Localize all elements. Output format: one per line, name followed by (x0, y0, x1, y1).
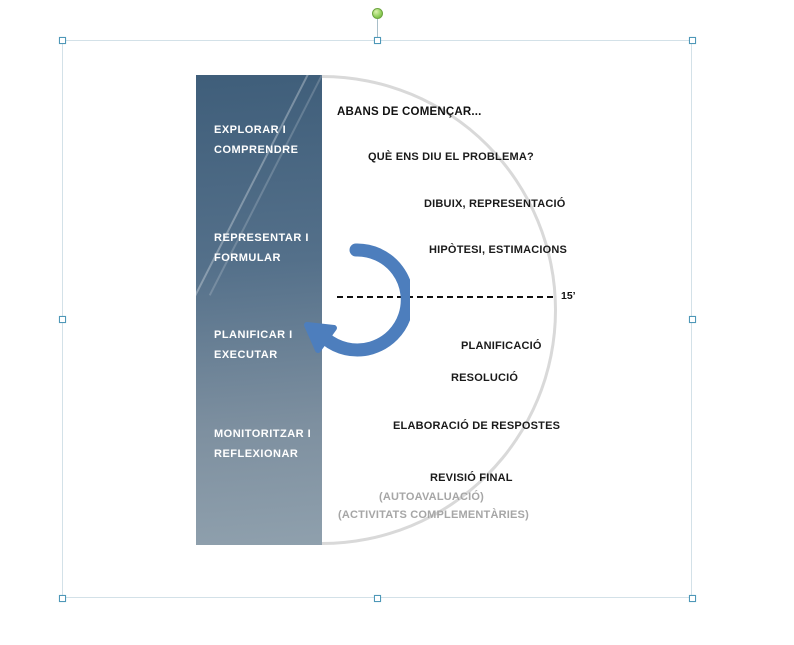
phases-gradient-bar[interactable]: EXPLORAR I COMPRENDRE REPRESENTAR I FORM… (196, 75, 322, 545)
time-divider-dashed-line (337, 296, 553, 298)
phase-planificar-executar: PLANIFICAR I EXECUTAR (214, 325, 318, 365)
resize-handle-top-middle[interactable] (374, 37, 381, 44)
rotate-handle-stem (377, 19, 378, 40)
phase-line: EXECUTAR (214, 349, 278, 361)
phase-explorar-comprendre: EXPLORAR I COMPRENDRE (214, 120, 318, 160)
step-elaboracio-de-respostes: ELABORACIÓ DE RESPOSTES (393, 420, 561, 432)
step-revisio-final: REVISIÓ FINAL (430, 472, 513, 484)
phase-line: EXPLORAR I (214, 124, 287, 136)
resize-handle-middle-left[interactable] (59, 316, 66, 323)
resize-handle-bottom-right[interactable] (689, 595, 696, 602)
step-dibuix-representacio: DIBUIX, REPRESENTACIÓ (424, 198, 566, 210)
phase-line: MONITORITZAR I (214, 428, 312, 440)
resize-handle-bottom-middle[interactable] (374, 595, 381, 602)
phase-representar-formular: REPRESENTAR I FORMULAR (214, 228, 318, 268)
phase-monitoritzar-reflexionar: MONITORITZAR I REFLEXIONAR (214, 424, 318, 464)
step-activitats-complementaries: (ACTIVITATS COMPLEMENTÀRIES) (338, 509, 529, 521)
step-resolucio: RESOLUCIÓ (451, 372, 519, 384)
cycle-arrow-icon (304, 243, 410, 357)
phase-line: PLANIFICAR I (214, 329, 293, 341)
phase-line: REPRESENTAR I (214, 232, 309, 244)
phase-line: REFLEXIONAR (214, 448, 299, 460)
resize-handle-top-right[interactable] (689, 37, 696, 44)
resize-handle-middle-right[interactable] (689, 316, 696, 323)
phase-line: FORMULAR (214, 252, 281, 264)
step-que-ens-diu-el-problema: QUÈ ENS DIU EL PROBLEMA? (368, 151, 534, 163)
rotate-handle[interactable] (372, 8, 383, 19)
resize-handle-top-left[interactable] (59, 37, 66, 44)
step-hipotesi-estimacions: HIPÒTESI, ESTIMACIONS (429, 244, 568, 256)
diagram-title: ABANS DE COMENÇAR... (337, 106, 482, 118)
resize-handle-bottom-left[interactable] (59, 595, 66, 602)
timer-label: 15’ (561, 290, 576, 302)
step-planificacio: PLANIFICACIÓ (461, 340, 542, 352)
phase-line: COMPRENDRE (214, 144, 299, 156)
bar-sheen-line (196, 75, 312, 311)
step-autoavaluacio: (AUTOAVALUACIÓ) (379, 491, 485, 503)
